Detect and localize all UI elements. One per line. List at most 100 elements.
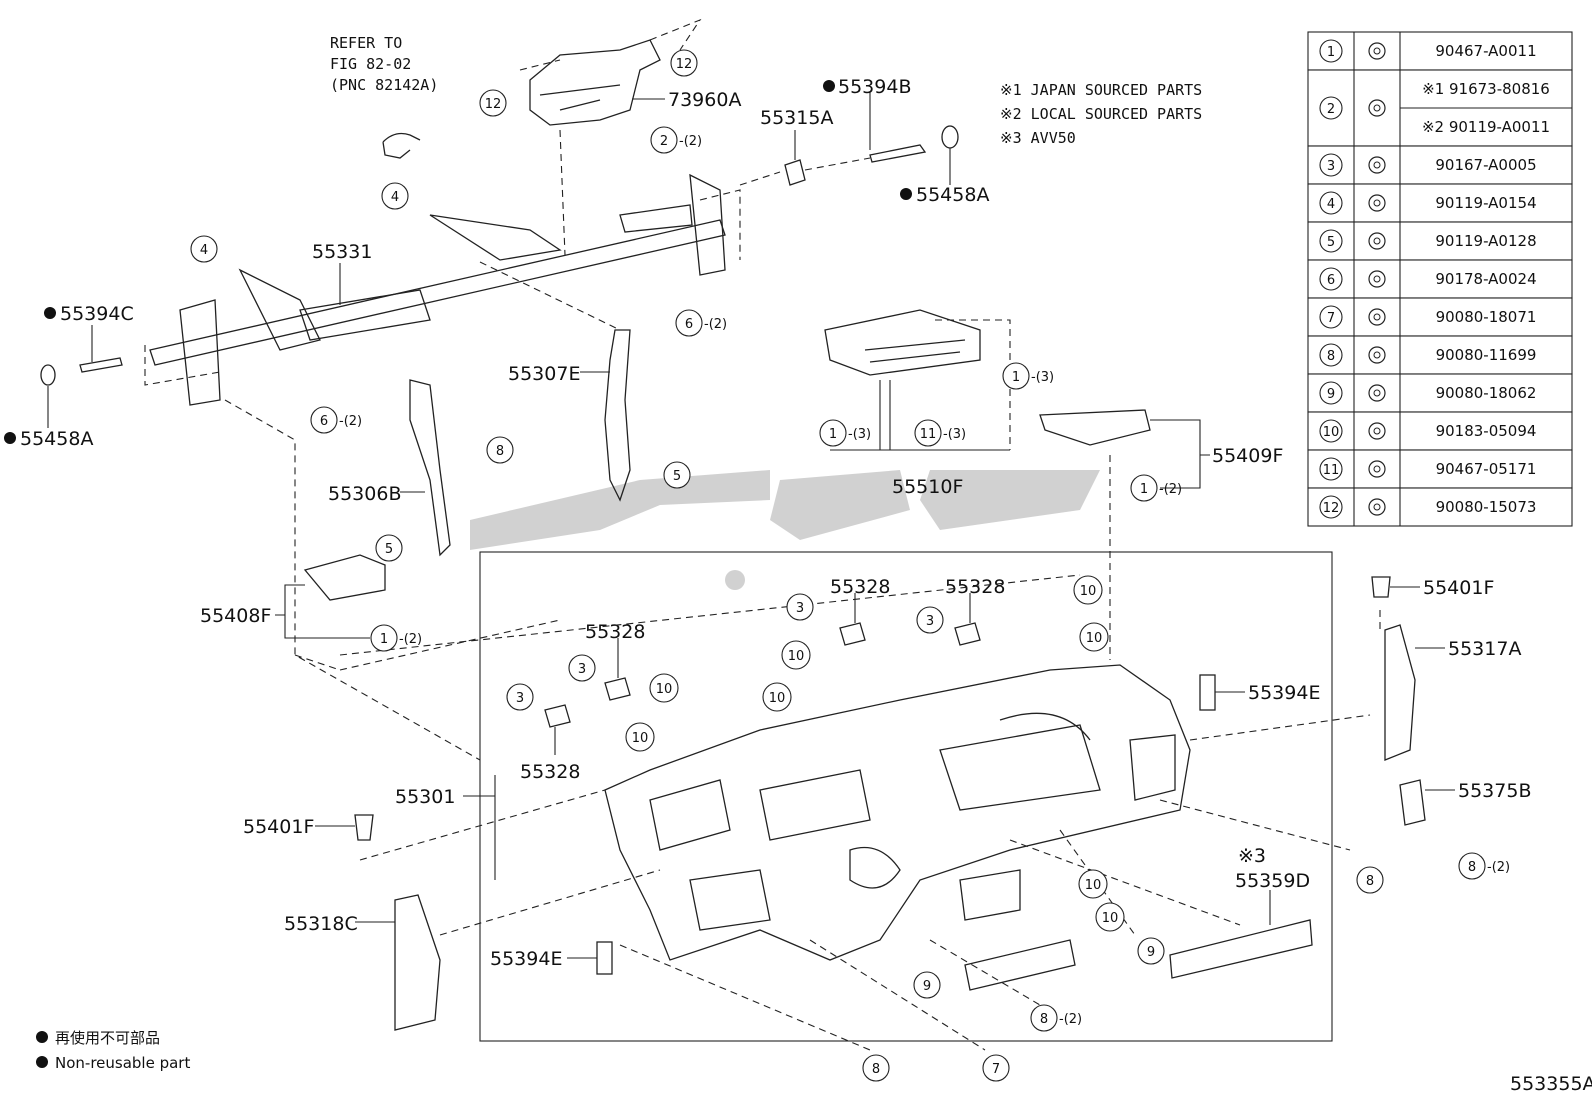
side-cover-55317A [1384, 624, 1416, 761]
fastener-part-number: 90167-A0005 [1435, 156, 1536, 174]
fastener-row: 10 90183-05094 [1307, 411, 1573, 451]
callout-12-left: 12 [485, 97, 502, 112]
fastener-index: 12 [1323, 501, 1340, 516]
callout-2: 2 [660, 134, 668, 149]
nut-55458A-top [941, 125, 959, 149]
label-55328-d: 55328 [945, 576, 1005, 598]
fastener-part-number: 90080-18071 [1436, 308, 1537, 326]
label-55306B: 55306B [328, 483, 401, 505]
label-55315A: 55315A [760, 107, 833, 129]
fastener-row: 12 90080-15073 [1307, 487, 1573, 527]
fastener-index: 10 [1323, 425, 1340, 440]
fastener-part-number: 90467-A0011 [1435, 42, 1536, 60]
label-55328-b: 55328 [585, 621, 645, 643]
nonreusable-dot-55394C [44, 307, 56, 319]
callout-group: 12 12 2 -(2) 4 4 6 -(2) 6 -(2) 8 5 5 1 -… [190, 49, 1510, 1082]
steering-support-beam [144, 173, 741, 406]
fastener-index: 8 [1327, 349, 1335, 364]
pad-55394E-left [596, 941, 613, 975]
callout-11: 11 [920, 427, 937, 442]
label-55307E: 55307E [508, 363, 580, 385]
fastener-part-number: 90467-05171 [1436, 460, 1537, 478]
fastener-icon [1368, 156, 1386, 174]
center-vent-panel [824, 309, 1011, 450]
nonreusable-dot-55458A-top [900, 188, 912, 200]
clip-55328-c [839, 622, 866, 646]
callout-1-b-qty: -(3) [848, 427, 871, 442]
fastener-index: 5 [1327, 235, 1335, 250]
airbag-assembly [519, 18, 702, 126]
fastener-part-number: 90183-05094 [1436, 422, 1537, 440]
fastener-icon [1368, 460, 1386, 478]
callout-4-b: 4 [200, 243, 208, 258]
callout-5-b: 5 [385, 542, 393, 557]
wire-harness [382, 132, 421, 159]
callout-10-f: 10 [1086, 631, 1103, 646]
callout-8-b: 8 [1366, 874, 1374, 889]
fastener-index: 6 [1327, 273, 1335, 288]
nonreusable-dot-55458A-left [4, 432, 16, 444]
callout-1-d: 1 [380, 632, 388, 647]
bolt-55394C [79, 357, 123, 373]
panel-55409F [1039, 409, 1151, 446]
fastener-index: 11 [1323, 463, 1340, 478]
clip-55401F-left [354, 814, 374, 841]
label-55301: 55301 [395, 786, 455, 808]
label-55328-c: 55328 [830, 576, 890, 598]
callout-8-d: 8 [872, 1062, 880, 1077]
fastener-index: 3 [1327, 159, 1335, 174]
fastener-index: 2 [1327, 102, 1335, 117]
fastener-row: 11 90467-05171 [1307, 449, 1573, 489]
note-japan: ※1 JAPAN SOURCED PARTS [1000, 81, 1202, 99]
fastener-part-number: 90080-15073 [1436, 498, 1537, 516]
note-avv50: ※3 AVV50 [1000, 129, 1076, 147]
panel-55408F [303, 554, 386, 601]
fastener-row: 2※1 91673-80816※2 90119-A0011 [1307, 69, 1573, 147]
label-55331: 55331 [312, 241, 372, 263]
callout-1-a: 1 [1012, 370, 1020, 385]
fastener-icon [1368, 270, 1386, 288]
legend-dot-jp [36, 1031, 48, 1043]
callout-1-a-qty: -(3) [1031, 370, 1054, 385]
label-73960A: 73960A [668, 89, 741, 111]
fastener-icon [1368, 384, 1386, 402]
fastener-icon [1368, 308, 1386, 326]
label-55375B: 55375B [1458, 780, 1531, 802]
label-55408F: 55408F [200, 605, 271, 627]
fastener-icon [1368, 346, 1386, 364]
fastener-part-number: 90080-11699 [1436, 346, 1537, 364]
fastener-part-number: 90119-A0128 [1435, 232, 1536, 250]
bracket-55306B [409, 379, 451, 557]
callout-3-b: 3 [578, 662, 586, 677]
fastener-icon [1368, 99, 1386, 117]
fastener-icon [1368, 422, 1386, 440]
bracket-55375B [1399, 779, 1426, 826]
fastener-index: 7 [1327, 311, 1335, 326]
callout-3-a: 3 [516, 691, 524, 706]
fastener-icon [1368, 42, 1386, 60]
clip-55315A [784, 159, 806, 186]
callout-10-g: 10 [1085, 878, 1102, 893]
label-55328-a: 55328 [520, 761, 580, 783]
callout-10-b: 10 [632, 731, 649, 746]
fastener-index: 9 [1327, 387, 1335, 402]
clip-55328-a [544, 704, 571, 728]
callout-10-d: 10 [788, 649, 805, 664]
pad-55394E-right [1199, 674, 1216, 711]
label-55394E-left: 55394E [490, 948, 562, 970]
instrument-panel-55301 [604, 664, 1191, 961]
figure-code: 553355A [1510, 1073, 1592, 1095]
label-55458A-top: 55458A [916, 184, 989, 206]
callout-6-a-qty: -(2) [704, 317, 727, 332]
fastener-row: 7 90080-18071 [1307, 297, 1573, 337]
fastener-index: 4 [1327, 197, 1335, 212]
callout-10-c: 10 [769, 691, 786, 706]
clip-55401F-right [1371, 576, 1391, 598]
legend-en: Non-reusable part [55, 1054, 190, 1072]
clip-55328-d [954, 622, 981, 646]
refer-line-1: REFER TO [330, 34, 402, 52]
label-55401F-left: 55401F [243, 816, 314, 838]
callout-1-c: 1 [1140, 482, 1148, 497]
fastener-part-number-alt: ※2 90119-A0011 [1422, 118, 1550, 136]
